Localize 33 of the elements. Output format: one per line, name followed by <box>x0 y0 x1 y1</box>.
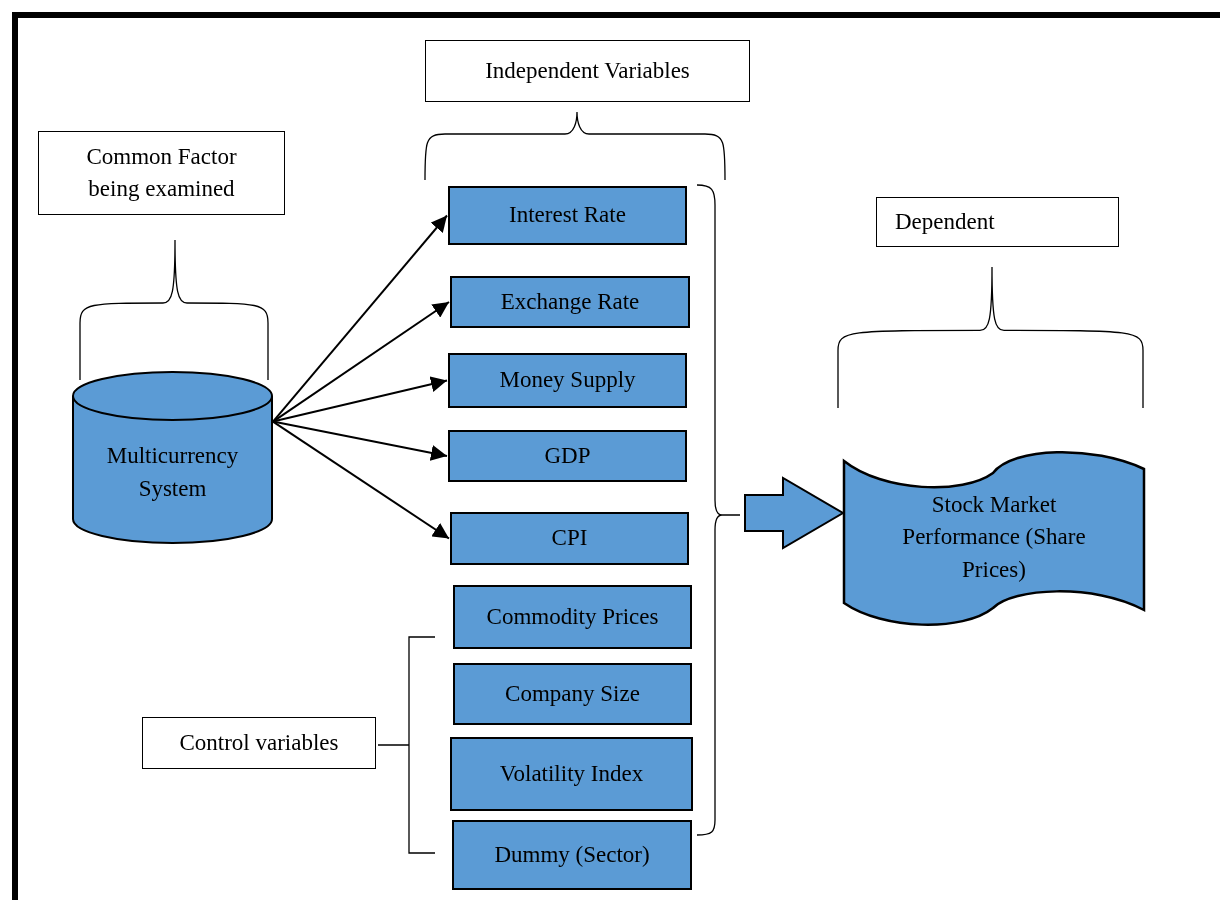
arrow <box>272 214 448 423</box>
arrow <box>272 420 450 540</box>
text-box <box>876 197 1119 247</box>
arrow <box>272 301 450 423</box>
node-label: Company Size <box>505 679 640 708</box>
node-label: Dependent <box>895 207 995 236</box>
variable-box <box>453 663 692 725</box>
variable-box <box>450 276 690 328</box>
variable-box <box>448 353 687 408</box>
text-box <box>142 717 376 769</box>
text-box <box>38 131 285 215</box>
node-label: CPI <box>551 524 588 553</box>
node-label: Money Supply <box>499 366 636 395</box>
block-arrow <box>744 476 845 550</box>
node-label: Exchange Rate <box>500 287 640 316</box>
node-label: Volatility Index <box>499 759 644 788</box>
node-label: Control variables <box>179 728 339 757</box>
node-label: Stock Market Performance (Share Prices) <box>901 491 1087 584</box>
variable-box <box>448 430 687 482</box>
variable-box <box>452 820 692 890</box>
variable-box <box>450 737 693 811</box>
node-label: GDP <box>544 441 591 470</box>
node-label: Independent Variables <box>485 56 690 85</box>
variable-box <box>448 186 687 245</box>
node-label: Dummy (Sector) <box>494 840 650 869</box>
node-label: Common Factor being examined <box>85 142 238 203</box>
node-label: Interest Rate <box>509 201 626 230</box>
variable-box <box>450 512 689 565</box>
node-label: Commodity Prices <box>486 602 659 631</box>
node-label: Multicurrency System <box>105 442 240 503</box>
variable-box <box>453 585 692 649</box>
text-box <box>425 40 750 102</box>
arrow <box>272 420 448 461</box>
